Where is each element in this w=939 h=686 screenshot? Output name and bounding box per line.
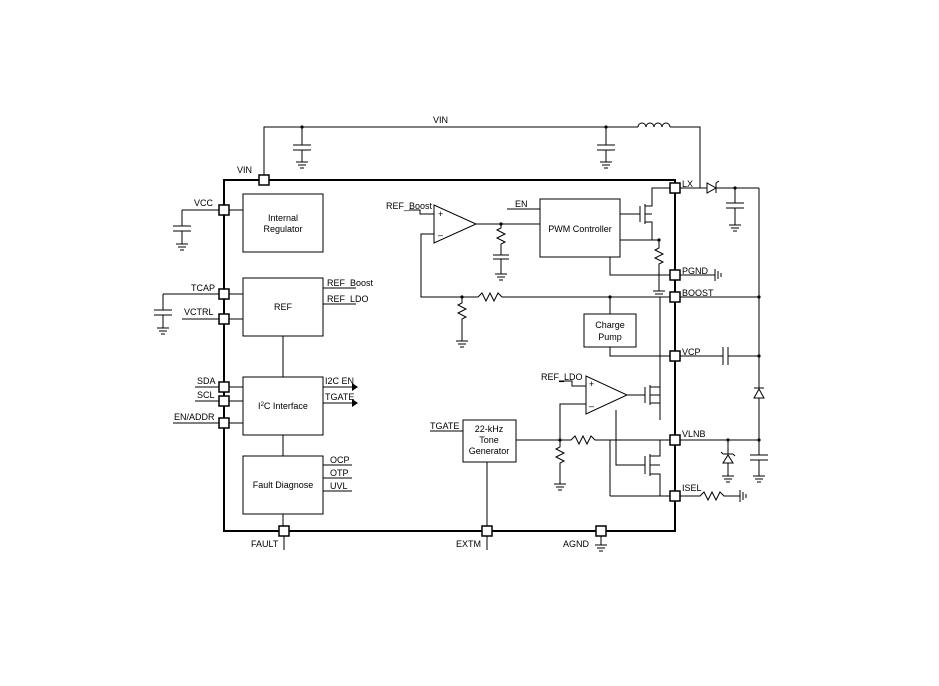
isel-pin: [669, 490, 681, 502]
vctrl-pin: [218, 313, 230, 325]
boost-pin-label: BOOST: [682, 288, 714, 298]
boost-amp-minus: –: [438, 230, 443, 240]
vin-pin: [258, 174, 270, 186]
boost-pin: [669, 291, 681, 303]
ref-boost-output-label: REF_Boost: [327, 278, 374, 288]
pgnd-pin: [669, 269, 681, 281]
vin-pin-label: VIN: [237, 165, 252, 175]
internal-regulator-label-1: Internal: [268, 213, 298, 223]
vcp-pin-label: VCP: [682, 347, 701, 357]
pgnd-pin-label: PGND: [682, 266, 709, 276]
i2c-interface-label: I2C Interface: [258, 401, 308, 411]
vcp-diode-icon: [753, 387, 765, 399]
isel-pin-label: ISEL: [682, 483, 702, 493]
sda-pin-label: SDA: [197, 376, 216, 386]
inductor-icon: [637, 122, 671, 128]
tcap-pin-label: TCAP: [191, 283, 215, 293]
tvs-diode-icon: [722, 454, 734, 464]
vin-rail: VIN: [263, 115, 701, 188]
otp-label: OTP: [330, 468, 349, 478]
boost-diode-icon: [706, 182, 718, 194]
vctrl-pin-label: VCTRL: [184, 307, 214, 317]
pwm-controller-block: [539, 198, 621, 258]
pwm-controller-label: PWM Controller: [548, 224, 612, 234]
vin-rail-label: VIN: [433, 115, 448, 125]
ref-ldo-input-label: REF_LDO: [541, 372, 583, 382]
ref-label: REF: [274, 302, 293, 312]
tgate-input-label: TGATE: [430, 421, 459, 431]
agnd-pin-label: AGND: [563, 539, 590, 549]
tone-generator-label-1: 22-kHz: [475, 424, 504, 434]
lx-pin: [669, 182, 681, 194]
vcp-pin: [669, 350, 681, 362]
ldo-amp-minus: –: [589, 401, 594, 411]
agnd-pin: [595, 525, 607, 537]
charge-pump-label-1: Charge: [595, 320, 625, 330]
extm-pin: [481, 525, 493, 537]
en-input-label: EN: [515, 199, 528, 209]
fault-pin-label: FAULT: [251, 539, 279, 549]
ldo-amp-plus: +: [589, 379, 594, 389]
boost-error-amplifier: [433, 204, 478, 244]
tone-generator-label-3: Generator: [469, 446, 510, 456]
lx-pin-label: LX: [682, 179, 693, 189]
vcc-pin: [218, 204, 230, 216]
ref-ldo-output-label: REF_LDO: [327, 294, 369, 304]
i2c-interface-block: [242, 376, 324, 436]
en-addr-pin-label: EN/ADDR: [174, 412, 215, 422]
ldo-error-amplifier: [585, 375, 629, 415]
sda-pin: [218, 381, 230, 393]
charge-pump-block: [583, 313, 637, 348]
internal-regulator-label-2: Regulator: [263, 224, 302, 234]
ref-boost-input-label: REF_Boost: [386, 201, 433, 211]
en-addr-pin: [218, 417, 230, 429]
extm-pin-label: EXTM: [456, 539, 481, 549]
i2c-en-output-label: I2C EN: [325, 376, 354, 386]
vcc-pin-label: VCC: [194, 198, 214, 208]
fault-pin: [278, 525, 290, 537]
tone-generator-label-2: Tone: [479, 435, 499, 445]
uvl-label: UVL: [330, 481, 348, 491]
boost-amp-plus: +: [438, 209, 443, 219]
fault-diagnose-label: Fault Diagnose: [253, 480, 314, 490]
tone-generator-block: [462, 419, 517, 463]
vlnb-pin-label: VLNB: [682, 429, 706, 439]
ocp-label: OCP: [330, 455, 350, 465]
fault-diagnose-block: [242, 455, 324, 515]
tgate-output-label: TGATE: [325, 392, 354, 402]
charge-pump-label-2: Pump: [598, 332, 622, 342]
scl-pin: [218, 395, 230, 407]
tcap-pin: [218, 288, 230, 300]
vlnb-pin: [669, 434, 681, 446]
internal-regulator-block: [242, 193, 324, 253]
scl-pin-label: SCL: [197, 390, 215, 400]
